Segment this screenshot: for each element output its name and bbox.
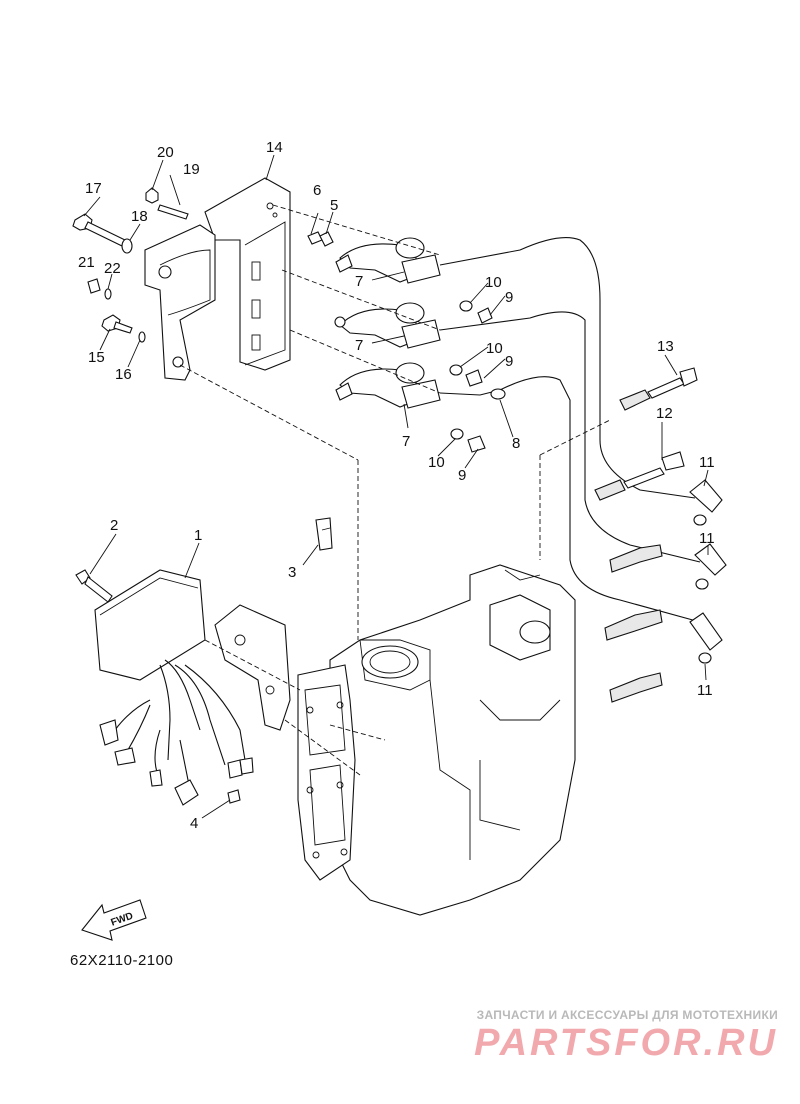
part-label-15: 15: [88, 349, 105, 366]
wire-harness: [99, 659, 254, 806]
diagram-code: 62X2110-2100: [70, 952, 174, 969]
part-label-10b: 10: [486, 340, 503, 357]
part-label-7a: 7: [355, 273, 363, 290]
spark-plugs: [604, 544, 663, 703]
cdi-unit: [75, 569, 206, 681]
part-label-11c: 11: [697, 682, 713, 699]
part-label-4: 4: [190, 815, 198, 832]
part-label-20: 20: [157, 144, 174, 161]
part-label-17: 17: [85, 180, 102, 197]
part-label-2: 2: [110, 517, 118, 534]
thermo-switch-leads: [594, 367, 698, 501]
cdi-bracket: [214, 604, 291, 731]
high-tension-cords: [439, 237, 701, 623]
part-label-7b: 7: [355, 337, 363, 354]
part-label-1: 1: [194, 527, 202, 544]
part-label-9b: 9: [505, 353, 513, 370]
coil-fasteners: [449, 300, 493, 453]
part-label-13: 13: [657, 338, 674, 355]
part-label-18: 18: [131, 208, 148, 225]
watermark-tagline: ЗАПЧАСТИ И АКСЕССУАРЫ ДЛЯ МОТОТЕХНИКИ: [476, 1008, 778, 1022]
leader-lines: [83, 154, 709, 819]
part-label-3: 3: [288, 564, 296, 581]
part-label-14: 14: [266, 139, 283, 156]
part-label-5: 5: [330, 197, 338, 214]
watermark-logo: PARTSFOR.RU: [474, 1022, 778, 1064]
spark-plug-caps: [689, 479, 727, 664]
ignition-coil-upper: [335, 237, 441, 284]
part-label-8: 8: [512, 435, 520, 452]
ignition-coil-bracket: [144, 177, 291, 381]
part-label-16: 16: [115, 366, 132, 383]
part-label-10a: 10: [485, 274, 502, 291]
engine-block: [297, 564, 576, 916]
part-label-21: 21: [78, 254, 95, 271]
part-label-9a: 9: [505, 289, 513, 306]
part-label-19: 19: [183, 161, 200, 178]
part-label-9c: 9: [458, 467, 466, 484]
part-label-22: 22: [104, 260, 121, 277]
part-label-12: 12: [656, 405, 673, 422]
upper-left-fasteners: [72, 187, 334, 343]
ignition-coils: [334, 237, 441, 409]
clamp: [315, 517, 333, 551]
part-label-11b: 11: [699, 530, 715, 547]
forward-direction-arrow: FWD: [81, 899, 147, 941]
part-label-7c: 7: [402, 433, 410, 450]
part-label-11a: 11: [699, 454, 715, 471]
part-label-6: 6: [313, 182, 321, 199]
part-label-10c: 10: [428, 454, 445, 471]
part-number-labels: 1 2 3 4 5 6 7 7 7 8 9 9 9 10 10 10 11 11…: [78, 139, 715, 832]
ignition-coil-lower: [335, 362, 441, 409]
assembly-lines: [179, 204, 611, 776]
